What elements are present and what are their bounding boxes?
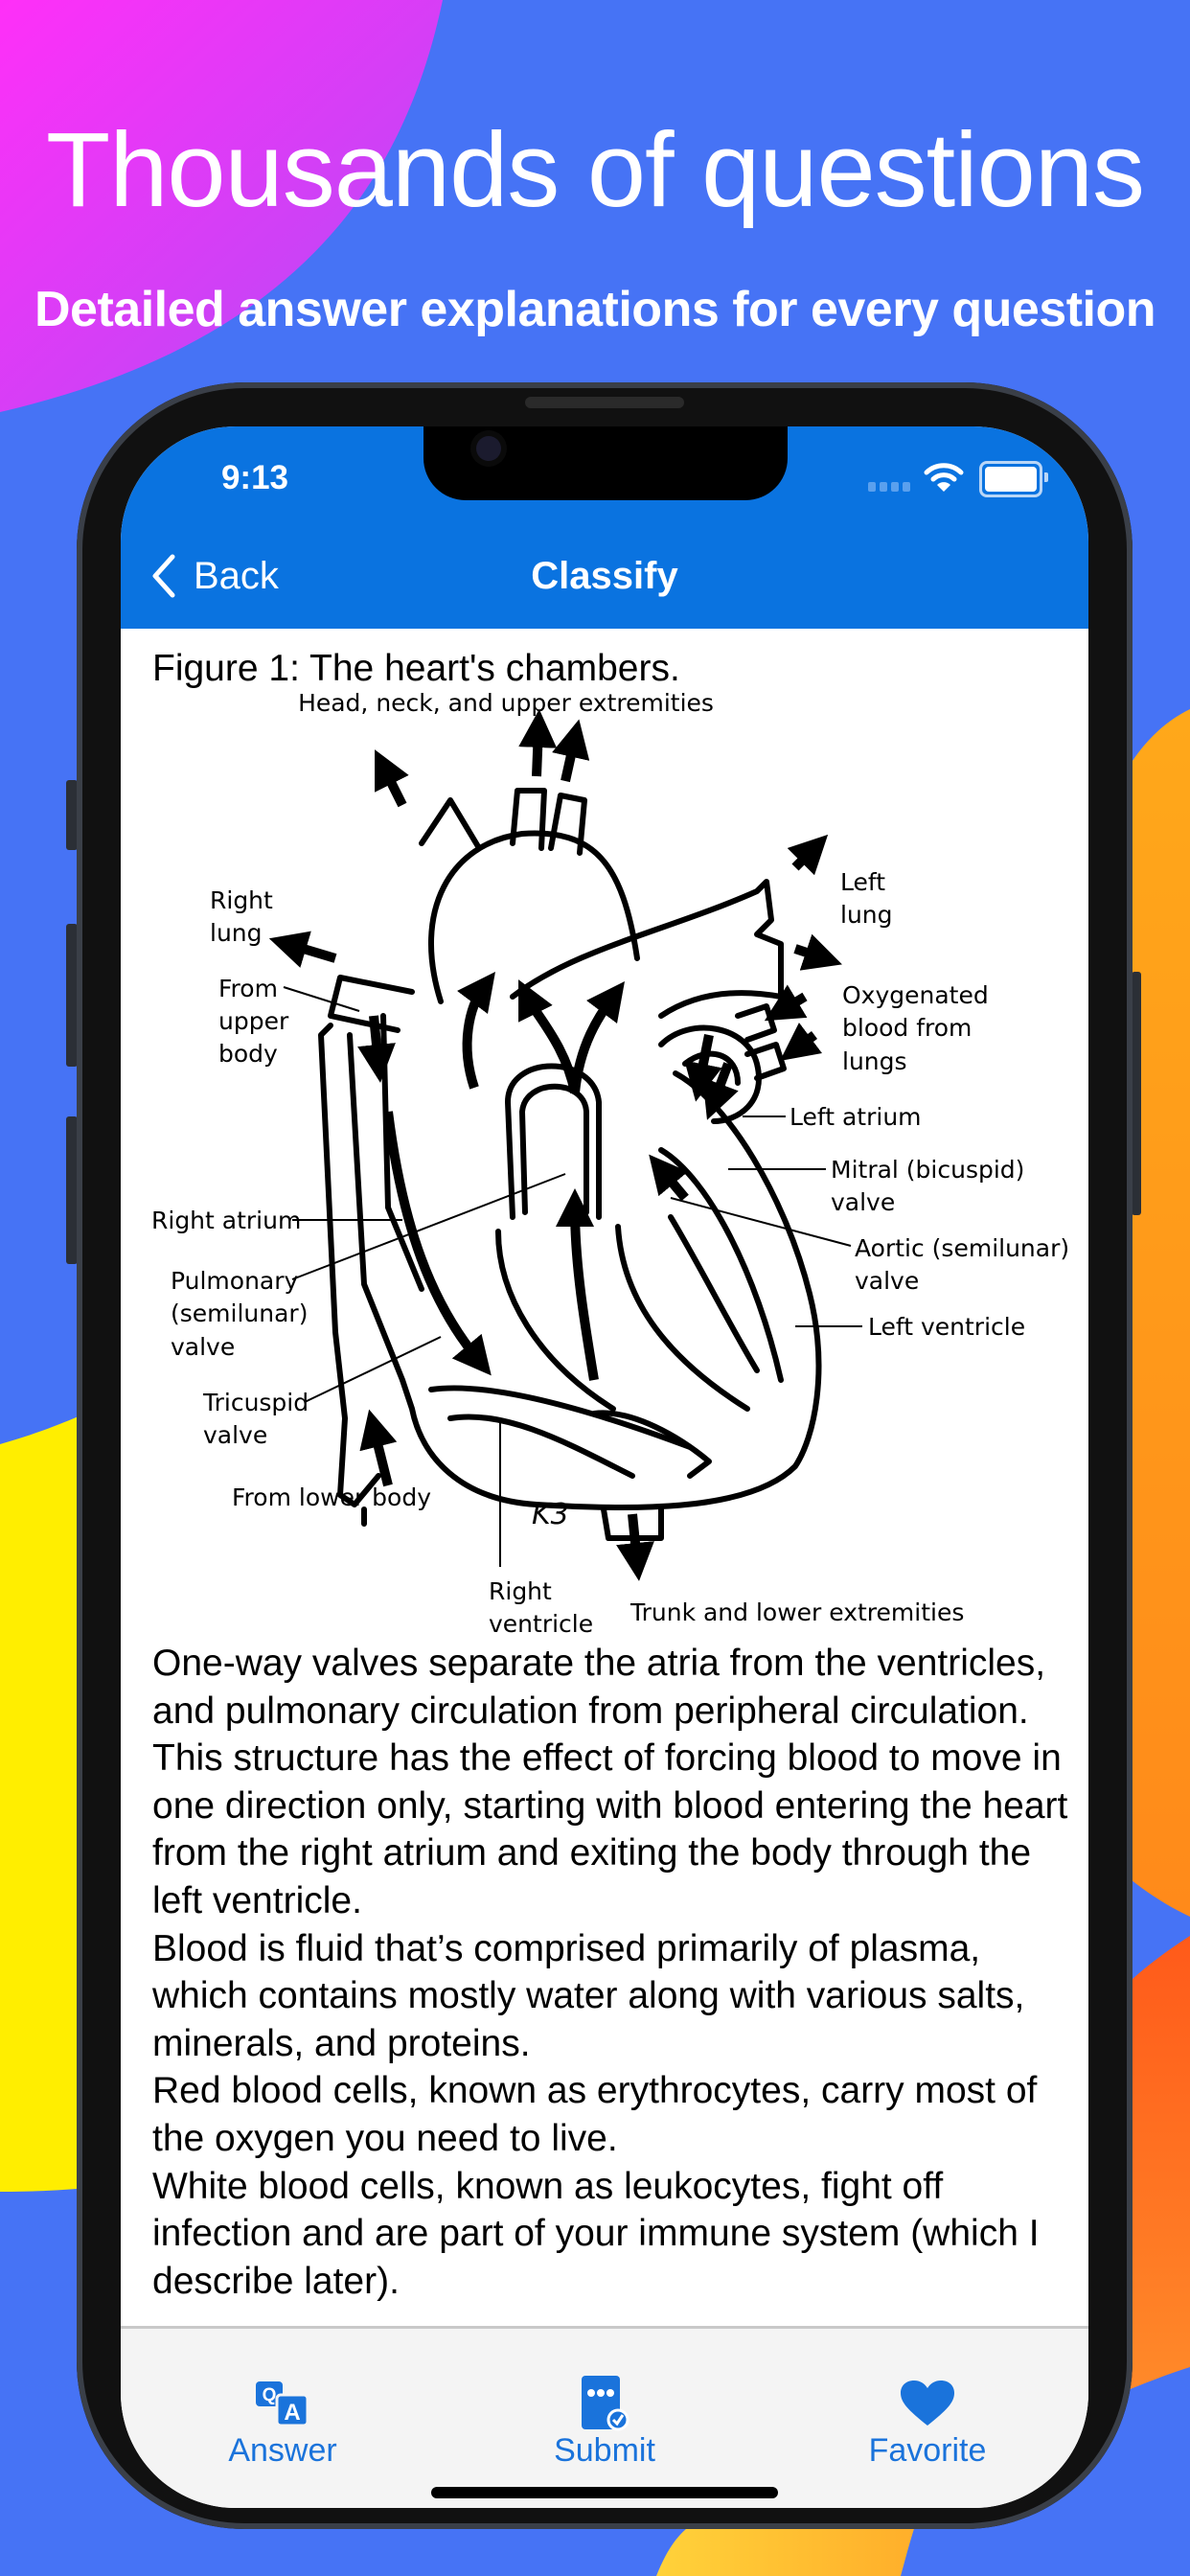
label-pulmonary: valve — [171, 1333, 235, 1361]
label-oxygenated: lungs — [842, 1047, 907, 1075]
earpiece-speaker — [525, 397, 684, 408]
label-mitral: valve — [831, 1188, 895, 1216]
home-indicator[interactable] — [431, 2487, 778, 2498]
phone-screen: 9:13 Back Classify Figure 1: The heart's… — [121, 426, 1088, 2508]
label-left-ventricle: Left ventricle — [868, 1313, 1025, 1341]
back-label: Back — [194, 554, 279, 597]
heart-drawing — [318, 788, 822, 1541]
label-left-lung: lung — [840, 901, 893, 929]
label-left-atrium: Left atrium — [790, 1103, 922, 1131]
tab-submit-label: Submit — [554, 2432, 655, 2469]
paragraph: White blood cells, known as leukocytes, … — [152, 2165, 1040, 2302]
label-from-lower: From lower body — [232, 1484, 431, 1511]
label-trunk: Trunk and lower extremities — [629, 1598, 964, 1626]
label-tricuspid: valve — [203, 1421, 267, 1449]
explanation-text: One-way valves separate the atria from t… — [152, 1640, 1072, 2305]
label-right-lung: lung — [210, 919, 263, 947]
front-camera — [476, 436, 501, 461]
label-oxygenated: blood from — [842, 1014, 972, 1042]
content-scroll-area[interactable]: Figure 1: The heart's chambers. — [121, 629, 1088, 2326]
chevron-left-icon — [152, 554, 175, 598]
label-left-lung: Left — [840, 868, 885, 896]
signature: K3 — [532, 1498, 569, 1531]
tab-favorite[interactable]: Favorite — [812, 2329, 1042, 2472]
notch — [423, 426, 788, 500]
signal-dots-icon — [868, 482, 910, 492]
leader-lines — [283, 986, 862, 1567]
tab-answer-label: Answer — [228, 2432, 337, 2469]
promo-title: Thousands of questions — [46, 111, 1145, 229]
label-from-upper: upper — [218, 1007, 289, 1035]
heart-icon — [901, 2380, 954, 2426]
label-from-upper: From — [218, 975, 278, 1002]
tab-submit[interactable]: Submit — [490, 2329, 720, 2472]
figure-caption: Figure 1: The heart's chambers. — [152, 648, 680, 689]
label-right-ventricle: Right — [489, 1577, 552, 1605]
label-pulmonary: (semilunar) — [171, 1300, 308, 1327]
submit-icon — [582, 2376, 629, 2431]
label-aortic: valve — [855, 1267, 919, 1295]
qa-icon: Q A — [256, 2381, 309, 2427]
paragraph: Red blood cells, known as erythrocytes, … — [152, 2070, 1038, 2159]
svg-text:A: A — [284, 2400, 300, 2426]
tab-bar: Q A Answer Submit — [121, 2326, 1088, 2508]
label-mitral: Mitral (bicuspid) — [831, 1156, 1024, 1184]
promo-subtitle: Detailed answer explanations for every q… — [34, 282, 1156, 337]
label-tricuspid: Tricuspid — [202, 1389, 309, 1416]
back-button[interactable]: Back — [149, 547, 279, 605]
volume-down-button — [66, 1116, 78, 1264]
label-aortic: Aortic (semilunar) — [855, 1234, 1069, 1262]
mute-switch — [66, 780, 78, 850]
power-button — [1132, 972, 1141, 1215]
label-oxygenated: Oxygenated — [842, 981, 989, 1009]
label-head: Head, neck, and upper extremities — [298, 689, 714, 717]
battery-icon — [979, 461, 1048, 497]
label-from-upper: body — [218, 1040, 278, 1068]
blood-flow-arrows — [268, 709, 842, 1581]
paragraph: This structure has the effect of forcing… — [152, 1737, 1068, 1921]
label-right-lung: Right — [210, 886, 273, 914]
paragraph: Blood is fluid that’s comprised primaril… — [152, 1927, 1025, 2064]
label-right-atrium: Right atrium — [151, 1207, 301, 1234]
wifi-icon — [924, 463, 964, 492]
label-right-ventricle: ventricle — [489, 1610, 593, 1638]
label-pulmonary: Pulmonary — [171, 1267, 299, 1295]
tab-answer[interactable]: Q A Answer — [168, 2329, 398, 2472]
svg-text:Q: Q — [263, 2385, 277, 2405]
tab-favorite-label: Favorite — [868, 2432, 987, 2469]
volume-up-button — [66, 924, 78, 1067]
status-time: 9:13 — [220, 459, 289, 496]
heart-diagram: K3 Head, neck, and upper extremities Rig… — [151, 689, 1069, 1638]
bg-magenta-shape — [0, 0, 443, 412]
paragraph: One-way valves separate the atria from t… — [152, 1643, 1046, 1732]
